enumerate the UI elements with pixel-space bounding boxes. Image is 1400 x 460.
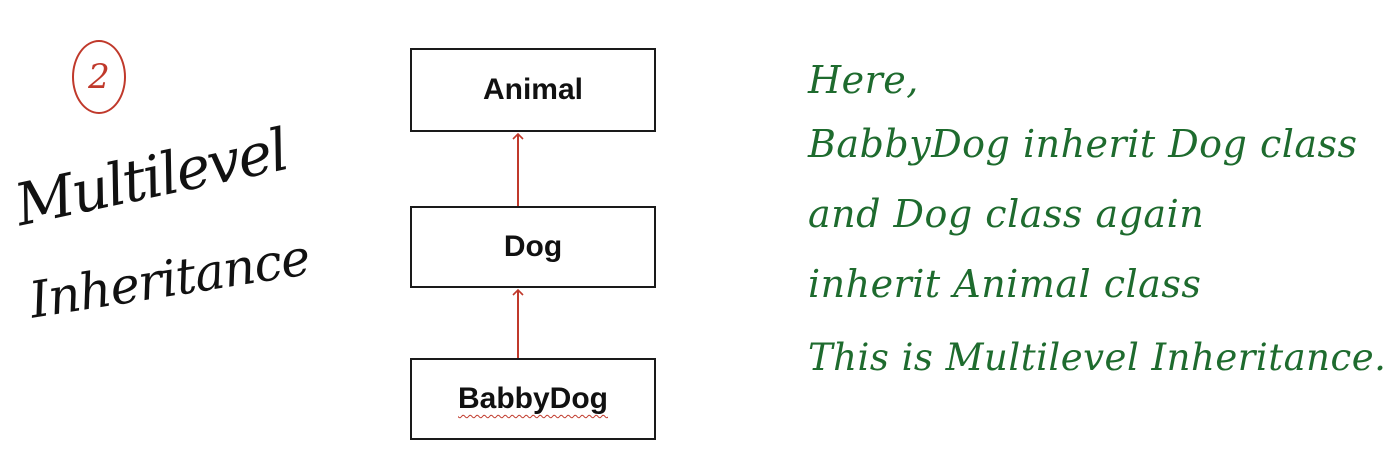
class-box-babbydog: BabbyDog — [410, 358, 656, 440]
class-label-dog: Dog — [503, 230, 563, 263]
note-line-2: BabbyDog inherit Dog class — [808, 122, 1358, 166]
note-line-1: Here, — [808, 58, 919, 102]
note-line-3: and Dog class again — [808, 192, 1205, 236]
class-label-animal: Animal — [482, 73, 584, 106]
note-line-4: inherit Animal class — [808, 262, 1202, 306]
class-box-dog: Dog — [410, 206, 656, 288]
step-number: 2 — [88, 57, 110, 97]
step-number-circle: 2 — [72, 40, 126, 114]
note-line-5: This is Multilevel Inheritance. — [808, 336, 1387, 379]
class-box-animal: Animal — [410, 48, 656, 132]
class-label-babbydog: BabbyDog — [458, 382, 608, 415]
